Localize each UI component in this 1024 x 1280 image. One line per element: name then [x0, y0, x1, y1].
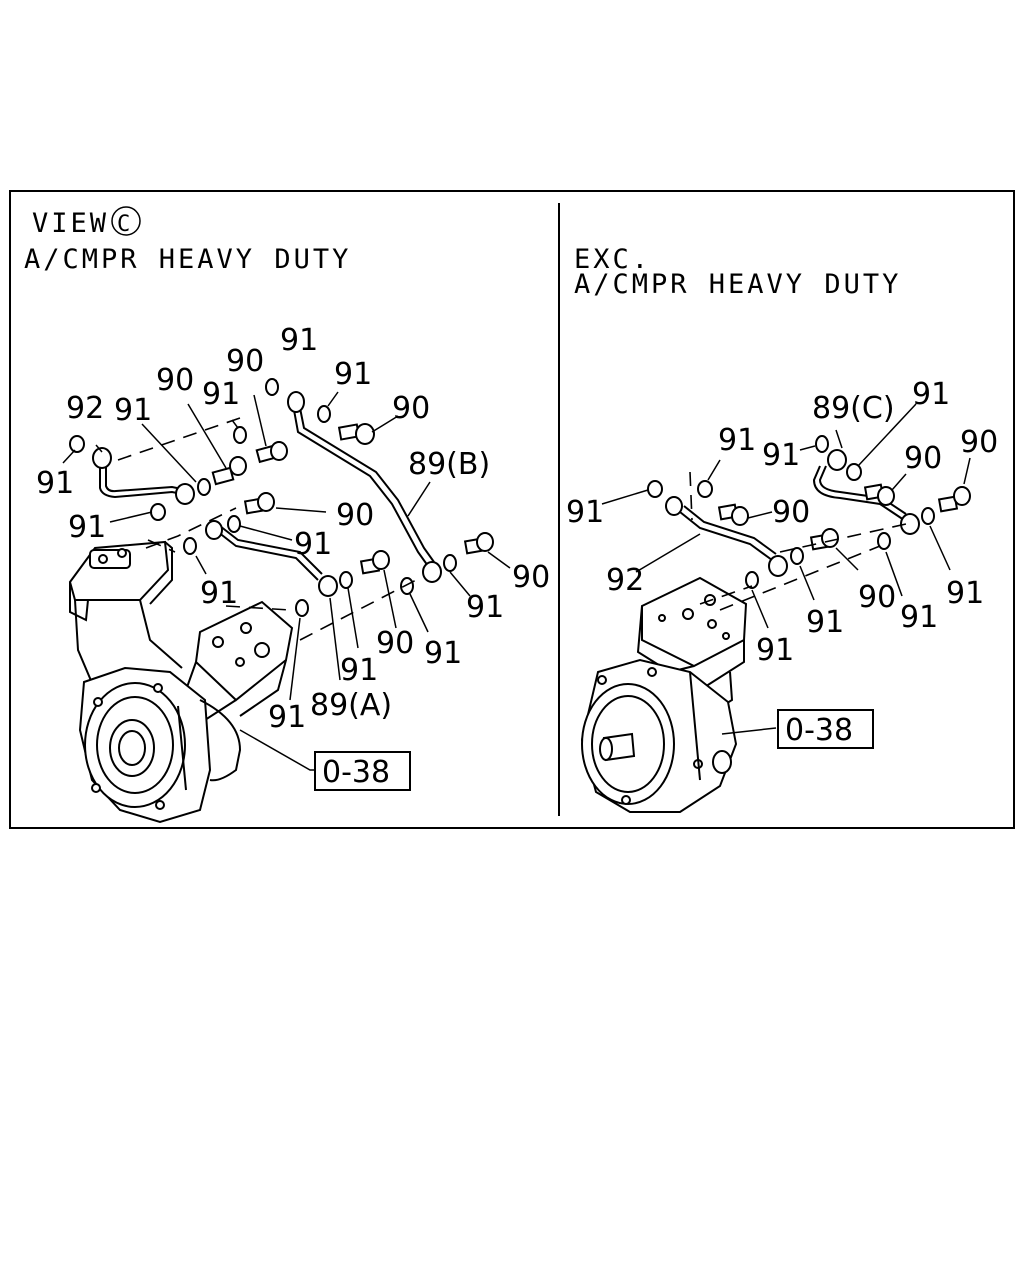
callout-91: 91: [566, 495, 604, 530]
callout-91: 91: [806, 605, 844, 640]
callout-90: 90: [376, 626, 414, 661]
callout-90: 90: [336, 498, 374, 533]
callout-91: 91: [36, 466, 74, 501]
callout-91: 91: [424, 636, 462, 671]
right-alignment-lines: [689, 471, 907, 611]
left-subtitle: A/CMPR HEAVY DUTY: [24, 244, 351, 275]
left-panel: VIEW C A/CMPR HEAVY DUTY: [24, 206, 550, 824]
callout-89c: 89(C): [812, 391, 895, 426]
right-compressor-drawing: [580, 576, 748, 813]
right-title-line2: A/CMPR HEAVY DUTY: [574, 269, 901, 300]
right-ref-box-label: 0-38: [785, 713, 853, 748]
left-fasteners: [69, 378, 494, 617]
callout-91: 91: [268, 700, 306, 735]
callout-90: 90: [512, 560, 550, 595]
callout-91: 91: [466, 590, 504, 625]
callout-90: 90: [392, 391, 430, 426]
callout-91: 91: [334, 357, 372, 392]
callout-92: 92: [606, 563, 644, 598]
callout-91: 91: [900, 600, 938, 635]
callout-91: 91: [114, 393, 152, 428]
right-callouts: 89(C) 91 91 91 90 90 91 90 92 90 91 91 9…: [566, 377, 998, 668]
callout-92: 92: [66, 391, 104, 426]
diagram-frame: [9, 190, 1015, 829]
right-panel: EXC. A/CMPR HEAVY DUTY: [566, 244, 998, 813]
callout-91: 91: [280, 323, 318, 358]
callout-91: 91: [200, 576, 238, 611]
callout-90: 90: [960, 425, 998, 460]
callout-91: 91: [718, 423, 756, 458]
callout-90: 90: [226, 344, 264, 379]
callout-91: 91: [912, 377, 950, 412]
right-leaders: [601, 403, 971, 735]
right-title-line1: EXC.: [574, 244, 651, 275]
left-compressor-drawing: [68, 540, 294, 824]
callout-90: 90: [858, 580, 896, 615]
callout-90: 90: [904, 441, 942, 476]
left-ref-box: [314, 751, 411, 791]
callout-91: 91: [68, 510, 106, 545]
callout-91: 91: [340, 653, 378, 688]
callout-91: 91: [202, 377, 240, 412]
right-pipes: [665, 449, 920, 577]
left-alignment-lines: [117, 417, 421, 641]
callout-90: 90: [772, 495, 810, 530]
left-callouts: 92 91 91 90 91 90 91 91 90 89(B) 91 90 9…: [36, 323, 550, 735]
right-ref-box: [777, 709, 874, 749]
callout-89b: 89(B): [408, 447, 490, 482]
callout-91: 91: [756, 633, 794, 668]
view-circle: [111, 206, 141, 236]
left-ref-box-label: 0-38: [322, 755, 390, 790]
view-letter: C: [117, 212, 130, 237]
callout-89a: 89(A): [310, 688, 392, 723]
callout-90: 90: [156, 363, 194, 398]
callout-91: 91: [294, 527, 332, 562]
left-pipes: [92, 391, 442, 597]
callout-91: 91: [946, 576, 984, 611]
view-label: VIEW: [32, 208, 109, 239]
callout-91: 91: [762, 438, 800, 473]
